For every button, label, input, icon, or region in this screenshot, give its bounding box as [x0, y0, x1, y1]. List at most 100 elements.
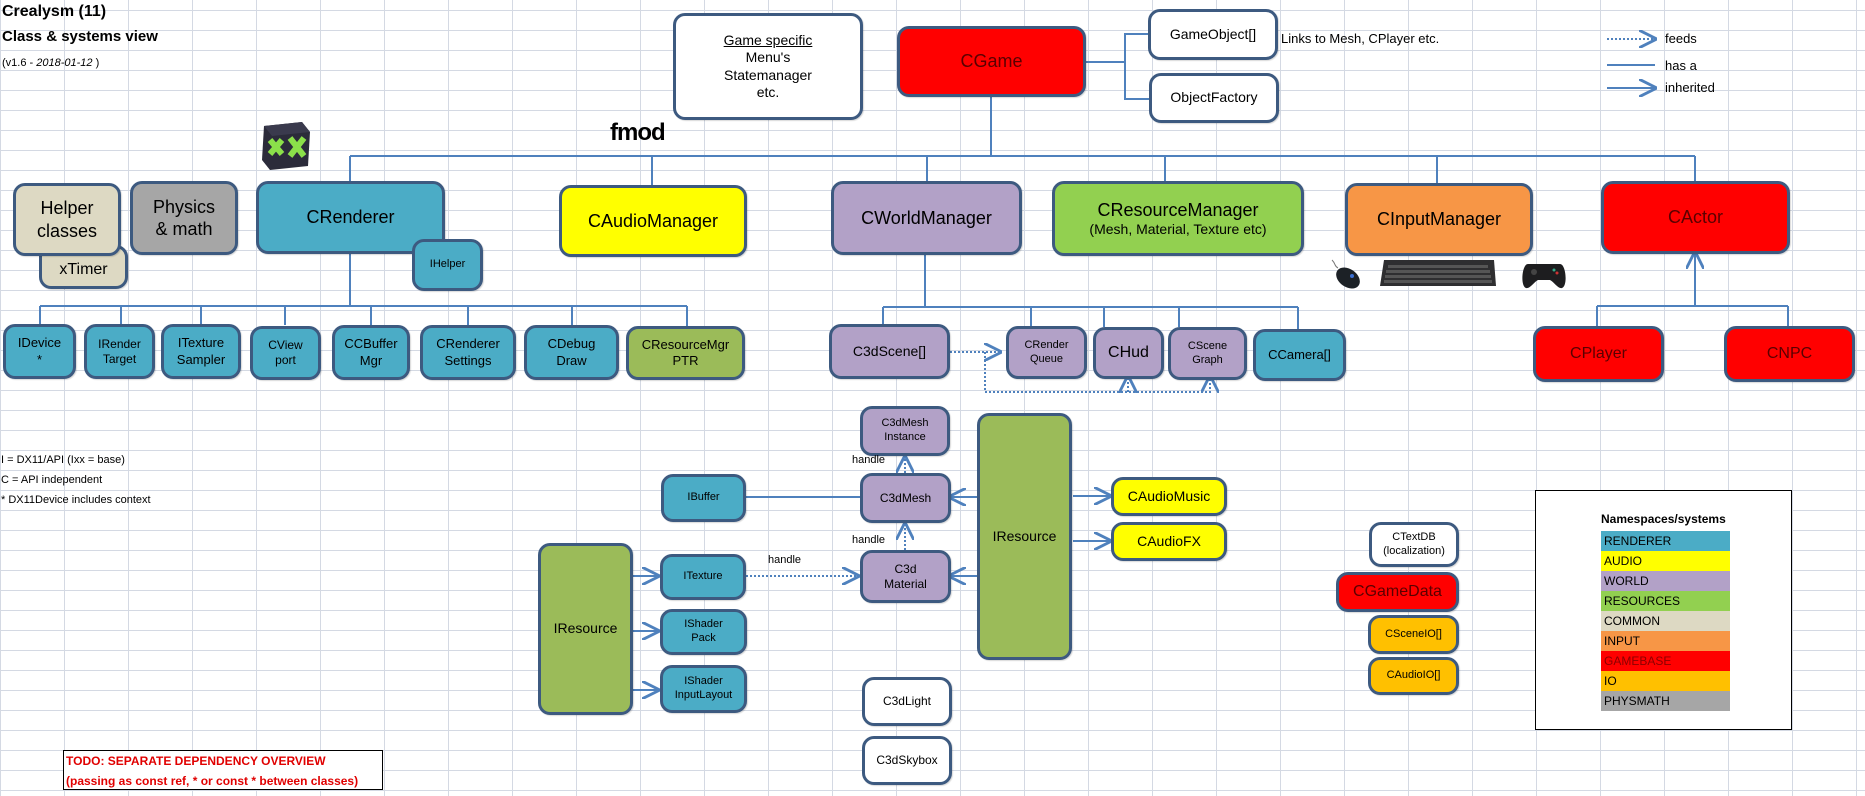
todo-line1: TODO: SEPARATE DEPENDENCY OVERVIEW	[66, 754, 326, 768]
box-c3dmesh[interactable]: C3dMesh	[860, 473, 951, 523]
box-idevice[interactable]: IDevice *	[3, 324, 76, 379]
note-links: Links to Mesh, CPlayer etc.	[1281, 31, 1440, 46]
box-ccamera[interactable]: CCamera[]	[1253, 329, 1346, 381]
line-legend-icons	[1607, 30, 1665, 100]
box-c3dscene[interactable]: C3dScene[]	[829, 324, 950, 379]
box-physics-math[interactable]: Physics & math	[130, 181, 238, 255]
crenderqueue-line2: Queue	[1029, 352, 1064, 365]
box-ishaderinputlayout[interactable]: IShader InputLayout	[660, 665, 747, 713]
irendertarget-line1: IRender	[98, 336, 141, 351]
box-caudiomusic[interactable]: CAudioMusic	[1111, 477, 1227, 516]
box-cscenegraph[interactable]: CScene Graph	[1168, 327, 1247, 380]
cresourcemanager-line1: CResourceManager	[1097, 199, 1259, 220]
box-caudioio[interactable]: CAudioIO[]	[1368, 657, 1459, 695]
ishaderinputlayout-line2: InputLayout	[674, 689, 733, 701]
label-handle-instance: handle	[852, 454, 886, 466]
box-helper-classes[interactable]: Helper classes	[13, 183, 121, 256]
helper-line2: classes	[36, 220, 98, 241]
box-crenderersettings[interactable]: CRenderer Settings	[420, 325, 516, 380]
game-specific-line1: Menu's	[745, 49, 791, 65]
namespace-physmath: PHYSMATH	[1601, 691, 1730, 711]
box-cinputmanager[interactable]: CInputManager	[1345, 183, 1533, 256]
ccbuffermgr-line2: Mgr	[359, 352, 383, 368]
ishaderpack-line2: Pack	[691, 632, 716, 644]
box-crenderqueue[interactable]: CRender Queue	[1006, 326, 1087, 379]
box-caudiofx[interactable]: CAudioFX	[1111, 522, 1227, 561]
box-c3dmaterial[interactable]: C3d Material	[860, 550, 951, 603]
box-objectfactory[interactable]: ObjectFactory	[1149, 73, 1279, 123]
todo-line2: (passing as const ref, * or const * betw…	[66, 774, 359, 788]
box-iresource-mid[interactable]: IResource	[977, 413, 1072, 660]
box-ccbuffermgr[interactable]: CCBuffer Mgr	[332, 325, 410, 380]
c3dmeshinstance-line1: C3dMesh	[881, 417, 929, 430]
box-cworldmanager[interactable]: CWorldManager	[831, 181, 1022, 255]
box-c3dlight[interactable]: C3dLight	[862, 677, 952, 726]
c3dmaterial-line1: C3d	[894, 561, 917, 576]
xtimer-label: xTimer	[59, 261, 108, 278]
box-game-specific[interactable]: Game specific Menu's Statemanager etc.	[673, 13, 863, 120]
box-ishaderpack[interactable]: IShader Pack	[660, 609, 747, 655]
version-suffix: )	[92, 57, 100, 69]
cresourcemanager-line2: (Mesh, Material, Texture etc)	[1089, 221, 1267, 237]
box-irendertarget[interactable]: IRender Target	[84, 324, 155, 379]
box-c3dskybox[interactable]: C3dSkybox	[862, 736, 952, 785]
box-cgame[interactable]: CGame	[897, 26, 1086, 97]
box-c3dmeshinstance[interactable]: C3dMesh Instance	[860, 406, 950, 456]
box-cresourcemanager[interactable]: CResourceManager (Mesh, Material, Textur…	[1052, 181, 1304, 256]
gamepad-icon	[1522, 264, 1566, 289]
version-text: (v1.6 - 2018-01-12 )	[2, 57, 99, 69]
box-cactor[interactable]: CActor	[1601, 181, 1790, 254]
box-cdebugdraw[interactable]: CDebug Draw	[524, 325, 619, 380]
box-iresource-left[interactable]: IResource	[538, 543, 633, 715]
namespace-gamebase: GAMEBASE	[1601, 651, 1730, 671]
ctextdb-line1: CTextDB	[1392, 530, 1436, 543]
box-cgamedata[interactable]: CGameData	[1336, 572, 1459, 612]
box-itexturesampler[interactable]: ITexture Sampler	[161, 324, 241, 379]
idevice-line1: IDevice	[17, 335, 62, 351]
namespace-renderer: RENDERER	[1601, 531, 1730, 551]
line-cgame-objectfactory	[1124, 62, 1150, 100]
namespaces-title: Namespaces/systems	[1601, 512, 1726, 526]
namespace-io: IO	[1601, 671, 1730, 691]
crenderersettings-line1: CRenderer	[436, 336, 500, 352]
box-crenderer[interactable]: CRenderer	[256, 181, 445, 254]
note-dx11-device: * DX11Device includes context	[1, 494, 151, 506]
label-handle-texture: handle	[768, 554, 802, 566]
directx-logo-icon	[258, 118, 312, 172]
fmod-logo-icon: fmod	[610, 119, 666, 146]
ccbuffermgr-line1: CCBuffer	[344, 336, 398, 352]
box-cplayer[interactable]: CPlayer	[1533, 326, 1664, 382]
game-specific-heading: Game specific	[723, 31, 813, 48]
box-cresourcemgrptr[interactable]: CResourceMgr PTR	[626, 326, 745, 380]
line-cgame-gameobject	[1085, 33, 1150, 63]
box-gameobject[interactable]: GameObject[]	[1148, 9, 1278, 60]
ishaderinputlayout-line1: IShader	[684, 675, 723, 688]
helper-line1: Helper	[40, 198, 94, 218]
box-cnpc[interactable]: CNPC	[1724, 326, 1855, 382]
box-ibuffer[interactable]: IBuffer	[661, 474, 746, 522]
todo-note: TODO: SEPARATE DEPENDENCY OVERVIEW (pass…	[63, 750, 383, 790]
ctextdb-line2: (localization)	[1383, 544, 1445, 557]
namespace-resources: RESOURCES	[1601, 591, 1730, 611]
cviewport-line1: CView	[268, 338, 303, 352]
namespace-audio: AUDIO	[1601, 551, 1730, 571]
ishaderpack-line1: IShader	[684, 618, 723, 631]
mouse-icon	[1331, 259, 1360, 289]
box-ctextdb[interactable]: CTextDB (localization)	[1369, 522, 1459, 567]
physics-line1: Physics	[152, 196, 215, 217]
box-itexture[interactable]: ITexture	[660, 554, 746, 600]
box-ihelper[interactable]: IHelper	[412, 239, 483, 291]
legend-inherited: inherited	[1665, 80, 1715, 95]
box-csceneio[interactable]: CSceneIO[]	[1368, 615, 1459, 654]
box-caudiomanager[interactable]: CAudioManager	[559, 185, 747, 257]
cresourcemgrptr-line1: CResourceMgr	[641, 336, 730, 352]
box-chud[interactable]: CHud	[1093, 327, 1164, 379]
label-handle-material: handle	[852, 534, 886, 546]
namespace-input: INPUT	[1601, 631, 1730, 651]
box-cviewport[interactable]: CView port	[250, 326, 321, 380]
irendertarget-line2: Target	[102, 351, 137, 366]
namespace-world: WORLD	[1601, 571, 1730, 591]
keyboard-icon	[1380, 260, 1496, 286]
cdebugdraw-line1: CDebug	[547, 336, 596, 352]
cscenegraph-line2: Graph	[1192, 353, 1223, 366]
